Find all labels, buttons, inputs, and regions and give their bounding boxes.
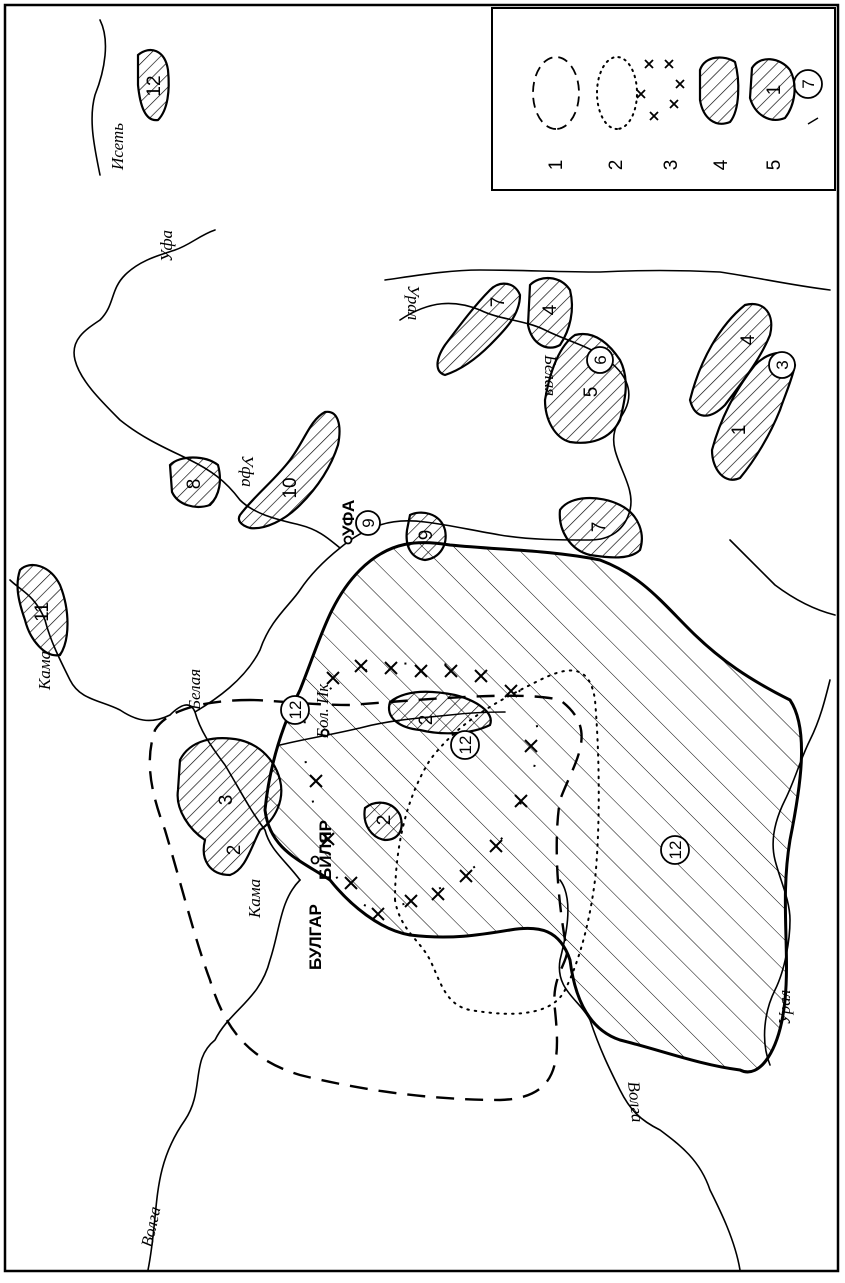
area-7-a [558,496,643,559]
area-10 [237,410,341,530]
river-label-ufa-top: Уфа [157,230,176,262]
area-label-4-a: 4 [540,304,561,315]
legend-symbol-hatched-numbered [748,58,796,121]
area-4-a [526,277,574,349]
legend-label-4: 4 [711,159,732,170]
area-12-small [136,48,170,122]
circled-label-12-b: 12 [456,736,475,755]
circled-label-6: 6 [591,355,610,364]
circled-number-rings [280,69,823,865]
area-label-10: 10 [280,477,301,498]
area-label-12-small: 12 [144,75,165,96]
circled-label-12-a: 12 [286,701,305,720]
legend-circled-number: 7 [799,79,818,88]
legend-sample-number: 1 [764,85,785,96]
area-2-a [387,690,492,735]
area-label-2-a: 2 [416,715,437,726]
river-label-belaya-right: Белая [541,354,560,396]
legend-label-1: 1 [546,160,567,171]
river-label-bolshoy-ik: Бол. Ик [313,683,332,739]
area-4-b [688,302,773,417]
area-label-8: 8 [184,479,205,490]
legend-symbol-dotted [596,56,638,130]
circled-label-12-big: 12 [666,841,685,860]
area-label-2-c: 2 [224,845,245,856]
area-label-7-b: 7 [488,297,509,308]
legend-label-3: 3 [661,160,682,171]
river-volga [147,879,301,1271]
city-label-bulgar: БУЛГАР [306,904,325,970]
river-label-ufa-left: Уфа [238,455,257,487]
area-label-3: 3 [216,795,237,806]
area-12-big [263,541,803,1074]
area-2-b [363,801,403,842]
area-11 [16,563,69,657]
river-label-kama-main: Кама [245,879,264,919]
river-label-ural-right: Урал [404,285,423,320]
area-1 [710,351,797,481]
map-frame [3,3,840,1273]
river-volga-south [558,879,741,1271]
river-label-volga-right: Волга [624,1080,647,1123]
river-label-iset: Исеть [108,123,127,171]
city-label-bilyar: БИЛЯР [316,820,335,880]
city-markers [310,535,353,865]
area-label-1: 1 [729,425,750,436]
circled-label-9: 9 [359,518,378,527]
area-label-2-b: 2 [374,815,395,826]
area-8 [168,456,221,509]
area-7-b [436,282,522,377]
river-ural-upper [384,269,831,291]
area-label-11: 11 [32,602,53,622]
legend-tick [807,117,819,125]
river-label-ural-bottom: Урал [775,990,794,1025]
legend-label-5: 5 [764,160,785,171]
area-3 [176,737,283,877]
river-iset [91,19,107,176]
river-south-tributary [729,539,836,616]
legend-symbol-crosses [636,59,685,121]
area-label-9: 9 [416,530,437,541]
area-9 [405,511,447,562]
area-label-7-a: 7 [589,522,610,533]
legend-label-2: 2 [606,160,627,171]
legend-symbol-hatched [698,56,740,125]
city-label-ufa: УФА [339,500,358,536]
legend-symbol-dashed [532,56,580,130]
river-label-kama-upper: Кама [35,651,54,691]
area-label-4-b: 4 [738,334,759,345]
boundary-dashed [148,694,583,1102]
river-label-belaya-left: Белая [185,669,204,711]
river-label-volga-left: Волга [137,1205,164,1249]
circled-label-3: 3 [773,360,792,369]
area-label-5: 5 [581,387,602,398]
